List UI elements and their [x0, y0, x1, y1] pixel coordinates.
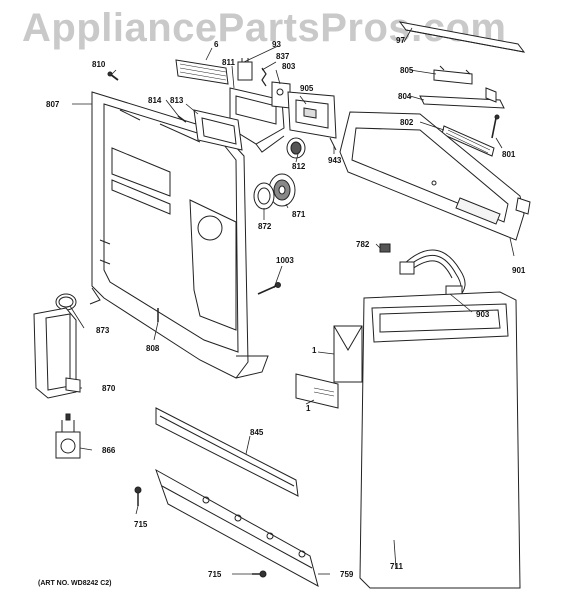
part-6-vent	[175, 59, 229, 85]
part-805-bracket	[433, 65, 473, 85]
part-782-connector	[379, 243, 391, 253]
callout-943: 943	[328, 156, 342, 165]
part-97-rail	[398, 21, 526, 53]
callout-804: 804	[398, 92, 412, 101]
part-715-screw-b	[252, 570, 267, 578]
callout-805: 805	[400, 66, 414, 75]
callout-808: 808	[146, 344, 160, 353]
callout-803: 803	[282, 62, 296, 71]
part-903-harness	[399, 249, 466, 301]
part-837-spring	[261, 67, 267, 87]
callout-1-card: 1	[312, 346, 317, 355]
part-873-oring	[55, 293, 77, 311]
callout-1-label: 1	[306, 404, 311, 413]
part-870-dispenser	[33, 307, 81, 399]
part-871-dial	[268, 173, 296, 207]
callout-802: 802	[400, 118, 414, 127]
part-715-screw-a	[134, 486, 142, 506]
callout-811: 811	[222, 58, 235, 67]
part-872-ring	[253, 182, 275, 210]
callout-782: 782	[356, 240, 370, 249]
part-759-kickplate	[155, 468, 319, 587]
art-number: (ART NO. WD8242 C2)	[38, 580, 112, 587]
part-1-card	[333, 325, 363, 383]
callout-901: 901	[512, 266, 526, 275]
callout-6: 6	[214, 40, 219, 49]
part-901-console	[339, 111, 531, 241]
part-711-outer-door	[359, 291, 521, 589]
callout-845: 845	[250, 428, 264, 437]
callout-1003: 1003	[276, 256, 294, 265]
callout-905: 905	[300, 84, 314, 93]
callout-872: 872	[258, 222, 272, 231]
part-1003-screw	[257, 282, 281, 295]
part-813-gasket	[193, 109, 243, 151]
callout-715-bottom: 715	[208, 570, 222, 579]
callout-903: 903	[476, 310, 490, 319]
callout-807: 807	[46, 100, 60, 109]
part-801-screw	[491, 114, 500, 139]
leader-lines	[69, 27, 515, 575]
callout-93: 93	[272, 40, 281, 49]
callout-759: 759	[340, 570, 354, 579]
callout-837: 837	[276, 52, 290, 61]
callout-873: 873	[96, 326, 110, 335]
part-905-control-board	[287, 91, 337, 151]
callout-812: 812	[292, 162, 306, 171]
part-845-trim	[155, 407, 299, 497]
callout-97: 97	[396, 36, 405, 45]
callout-871: 871	[292, 210, 306, 219]
callout-711: 711	[390, 562, 403, 571]
part-804-bracket	[419, 87, 505, 109]
callout-870: 870	[102, 384, 116, 393]
part-812-knob	[286, 137, 306, 159]
callout-813: 813	[170, 96, 184, 105]
callout-810: 810	[92, 60, 106, 69]
callout-801: 801	[502, 150, 516, 159]
part-803-latch	[271, 81, 291, 109]
callout-866: 866	[102, 446, 116, 455]
part-1-label	[295, 373, 339, 409]
part-802-vent	[441, 125, 495, 157]
part-93-switch	[237, 58, 253, 81]
part-866-valve	[55, 413, 81, 459]
callout-715-left: 715	[134, 520, 148, 529]
callout-814: 814	[148, 96, 162, 105]
